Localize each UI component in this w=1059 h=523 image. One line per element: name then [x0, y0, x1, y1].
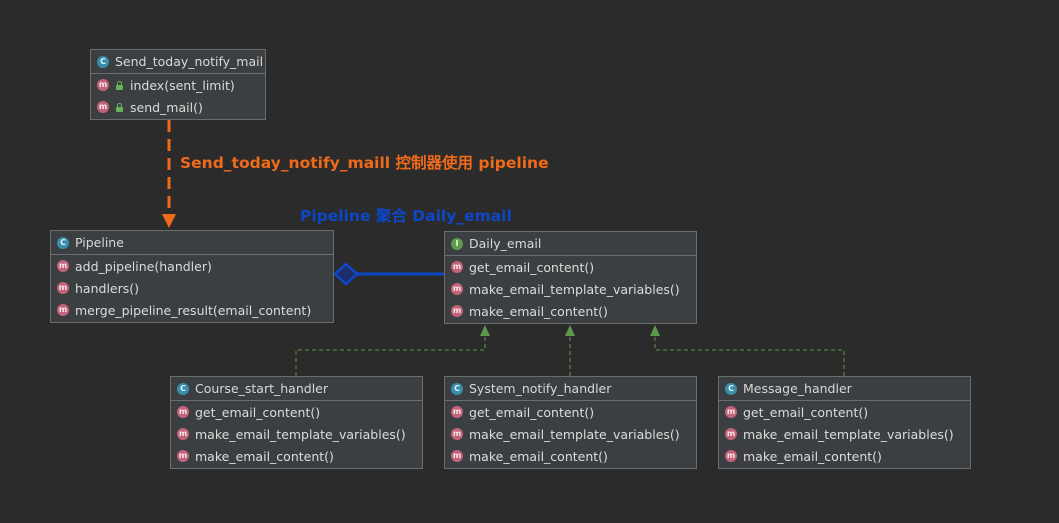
method-row[interactable]: m make_email_content()	[719, 445, 970, 467]
method-name: send_mail()	[130, 99, 203, 115]
class-icon: C	[451, 382, 463, 395]
method-icon: m	[97, 79, 109, 91]
class-icon: C	[177, 382, 189, 395]
method-name: get_email_content()	[469, 259, 595, 275]
method-icon: m	[177, 428, 189, 440]
implements-arrowhead-message	[650, 325, 660, 336]
class-send-today-notify-mail[interactable]: C Send_today_notify_mail m index(sent_li…	[90, 49, 266, 120]
method-name: get_email_content()	[195, 404, 321, 420]
method-row[interactable]: m send_mail()	[91, 96, 265, 118]
method-row[interactable]: m get_email_content()	[719, 401, 970, 423]
method-row[interactable]: m get_email_content()	[445, 401, 696, 423]
method-icon: m	[451, 406, 463, 418]
method-name: make_email_template_variables()	[195, 426, 406, 442]
method-icon: m	[451, 305, 463, 317]
method-name: add_pipeline(handler)	[75, 258, 212, 274]
method-name: merge_pipeline_result(email_content)	[75, 302, 312, 318]
class-icon: C	[97, 55, 109, 68]
method-icon: m	[451, 450, 463, 462]
method-name: make_email_content()	[469, 303, 608, 319]
method-icon: m	[57, 304, 69, 316]
method-icon: m	[725, 406, 737, 418]
class-header: C Message_handler	[719, 377, 970, 401]
method-row[interactable]: m make_email_template_variables()	[171, 423, 422, 445]
method-name: make_email_content()	[743, 448, 882, 464]
aggregation-diamond	[333, 262, 359, 286]
method-name: make_email_content()	[469, 448, 608, 464]
class-header: C Pipeline	[51, 231, 333, 255]
method-row[interactable]: m get_email_content()	[445, 256, 696, 278]
interface-daily-email[interactable]: I Daily_email m get_email_content() m ma…	[444, 231, 697, 324]
method-row[interactable]: m make_email_template_variables()	[445, 423, 696, 445]
method-icon: m	[57, 260, 69, 272]
method-icon: m	[177, 450, 189, 462]
method-row[interactable]: m make_email_content()	[171, 445, 422, 467]
method-row[interactable]: m add_pipeline(handler)	[51, 255, 333, 277]
method-icon: m	[725, 428, 737, 440]
method-row[interactable]: m make_email_content()	[445, 445, 696, 467]
class-pipeline[interactable]: C Pipeline m add_pipeline(handler) m han…	[50, 230, 334, 323]
implements-edge-message	[654, 334, 845, 376]
dependency-label: Send_today_notify_maill 控制器使用 pipeline	[180, 154, 549, 172]
class-header: C Course_start_handler	[171, 377, 422, 401]
method-icon: m	[57, 282, 69, 294]
method-row[interactable]: m get_email_content()	[171, 401, 422, 423]
implements-edge-course	[295, 334, 486, 376]
method-icon: m	[177, 406, 189, 418]
class-message-handler[interactable]: C Message_handler m get_email_content() …	[718, 376, 971, 469]
implements-arrowhead-course	[480, 325, 490, 336]
method-name: handlers()	[75, 280, 140, 296]
method-row[interactable]: m make_email_template_variables()	[445, 278, 696, 300]
method-row[interactable]: m index(sent_limit)	[91, 74, 265, 96]
method-name: get_email_content()	[743, 404, 869, 420]
method-name: make_email_content()	[195, 448, 334, 464]
method-icon: m	[451, 283, 463, 295]
method-name: index(sent_limit)	[130, 77, 235, 93]
public-lock-icon	[115, 80, 124, 90]
method-icon: m	[451, 261, 463, 273]
method-icon: m	[451, 428, 463, 440]
method-name: make_email_template_variables()	[469, 426, 680, 442]
method-name: get_email_content()	[469, 404, 595, 420]
class-header: I Daily_email	[445, 232, 696, 256]
method-row[interactable]: m handlers()	[51, 277, 333, 299]
class-name: Course_start_handler	[195, 381, 328, 396]
method-row[interactable]: m make_email_template_variables()	[719, 423, 970, 445]
class-icon: C	[725, 382, 737, 395]
method-icon: m	[725, 450, 737, 462]
class-header: C Send_today_notify_mail	[91, 50, 265, 74]
class-name: Message_handler	[743, 381, 852, 396]
method-row[interactable]: m make_email_content()	[445, 300, 696, 322]
method-name: make_email_template_variables()	[743, 426, 954, 442]
interface-icon: I	[451, 237, 463, 250]
class-name: Pipeline	[75, 235, 124, 250]
method-row[interactable]: m merge_pipeline_result(email_content)	[51, 299, 333, 321]
class-name: System_notify_handler	[469, 381, 612, 396]
class-icon: C	[57, 236, 69, 249]
method-icon: m	[97, 101, 109, 113]
class-name: Send_today_notify_mail	[115, 54, 264, 69]
class-name: Daily_email	[469, 236, 542, 251]
class-course-start-handler[interactable]: C Course_start_handler m get_email_conte…	[170, 376, 423, 469]
class-system-notify-handler[interactable]: C System_notify_handler m get_email_cont…	[444, 376, 697, 469]
dependency-arrowhead	[162, 214, 176, 228]
method-name: make_email_template_variables()	[469, 281, 680, 297]
class-header: C System_notify_handler	[445, 377, 696, 401]
aggregation-label: Pipeline 聚合 Daily_email	[300, 207, 512, 225]
public-lock-icon	[115, 102, 124, 112]
implements-arrowhead-system	[565, 325, 575, 336]
